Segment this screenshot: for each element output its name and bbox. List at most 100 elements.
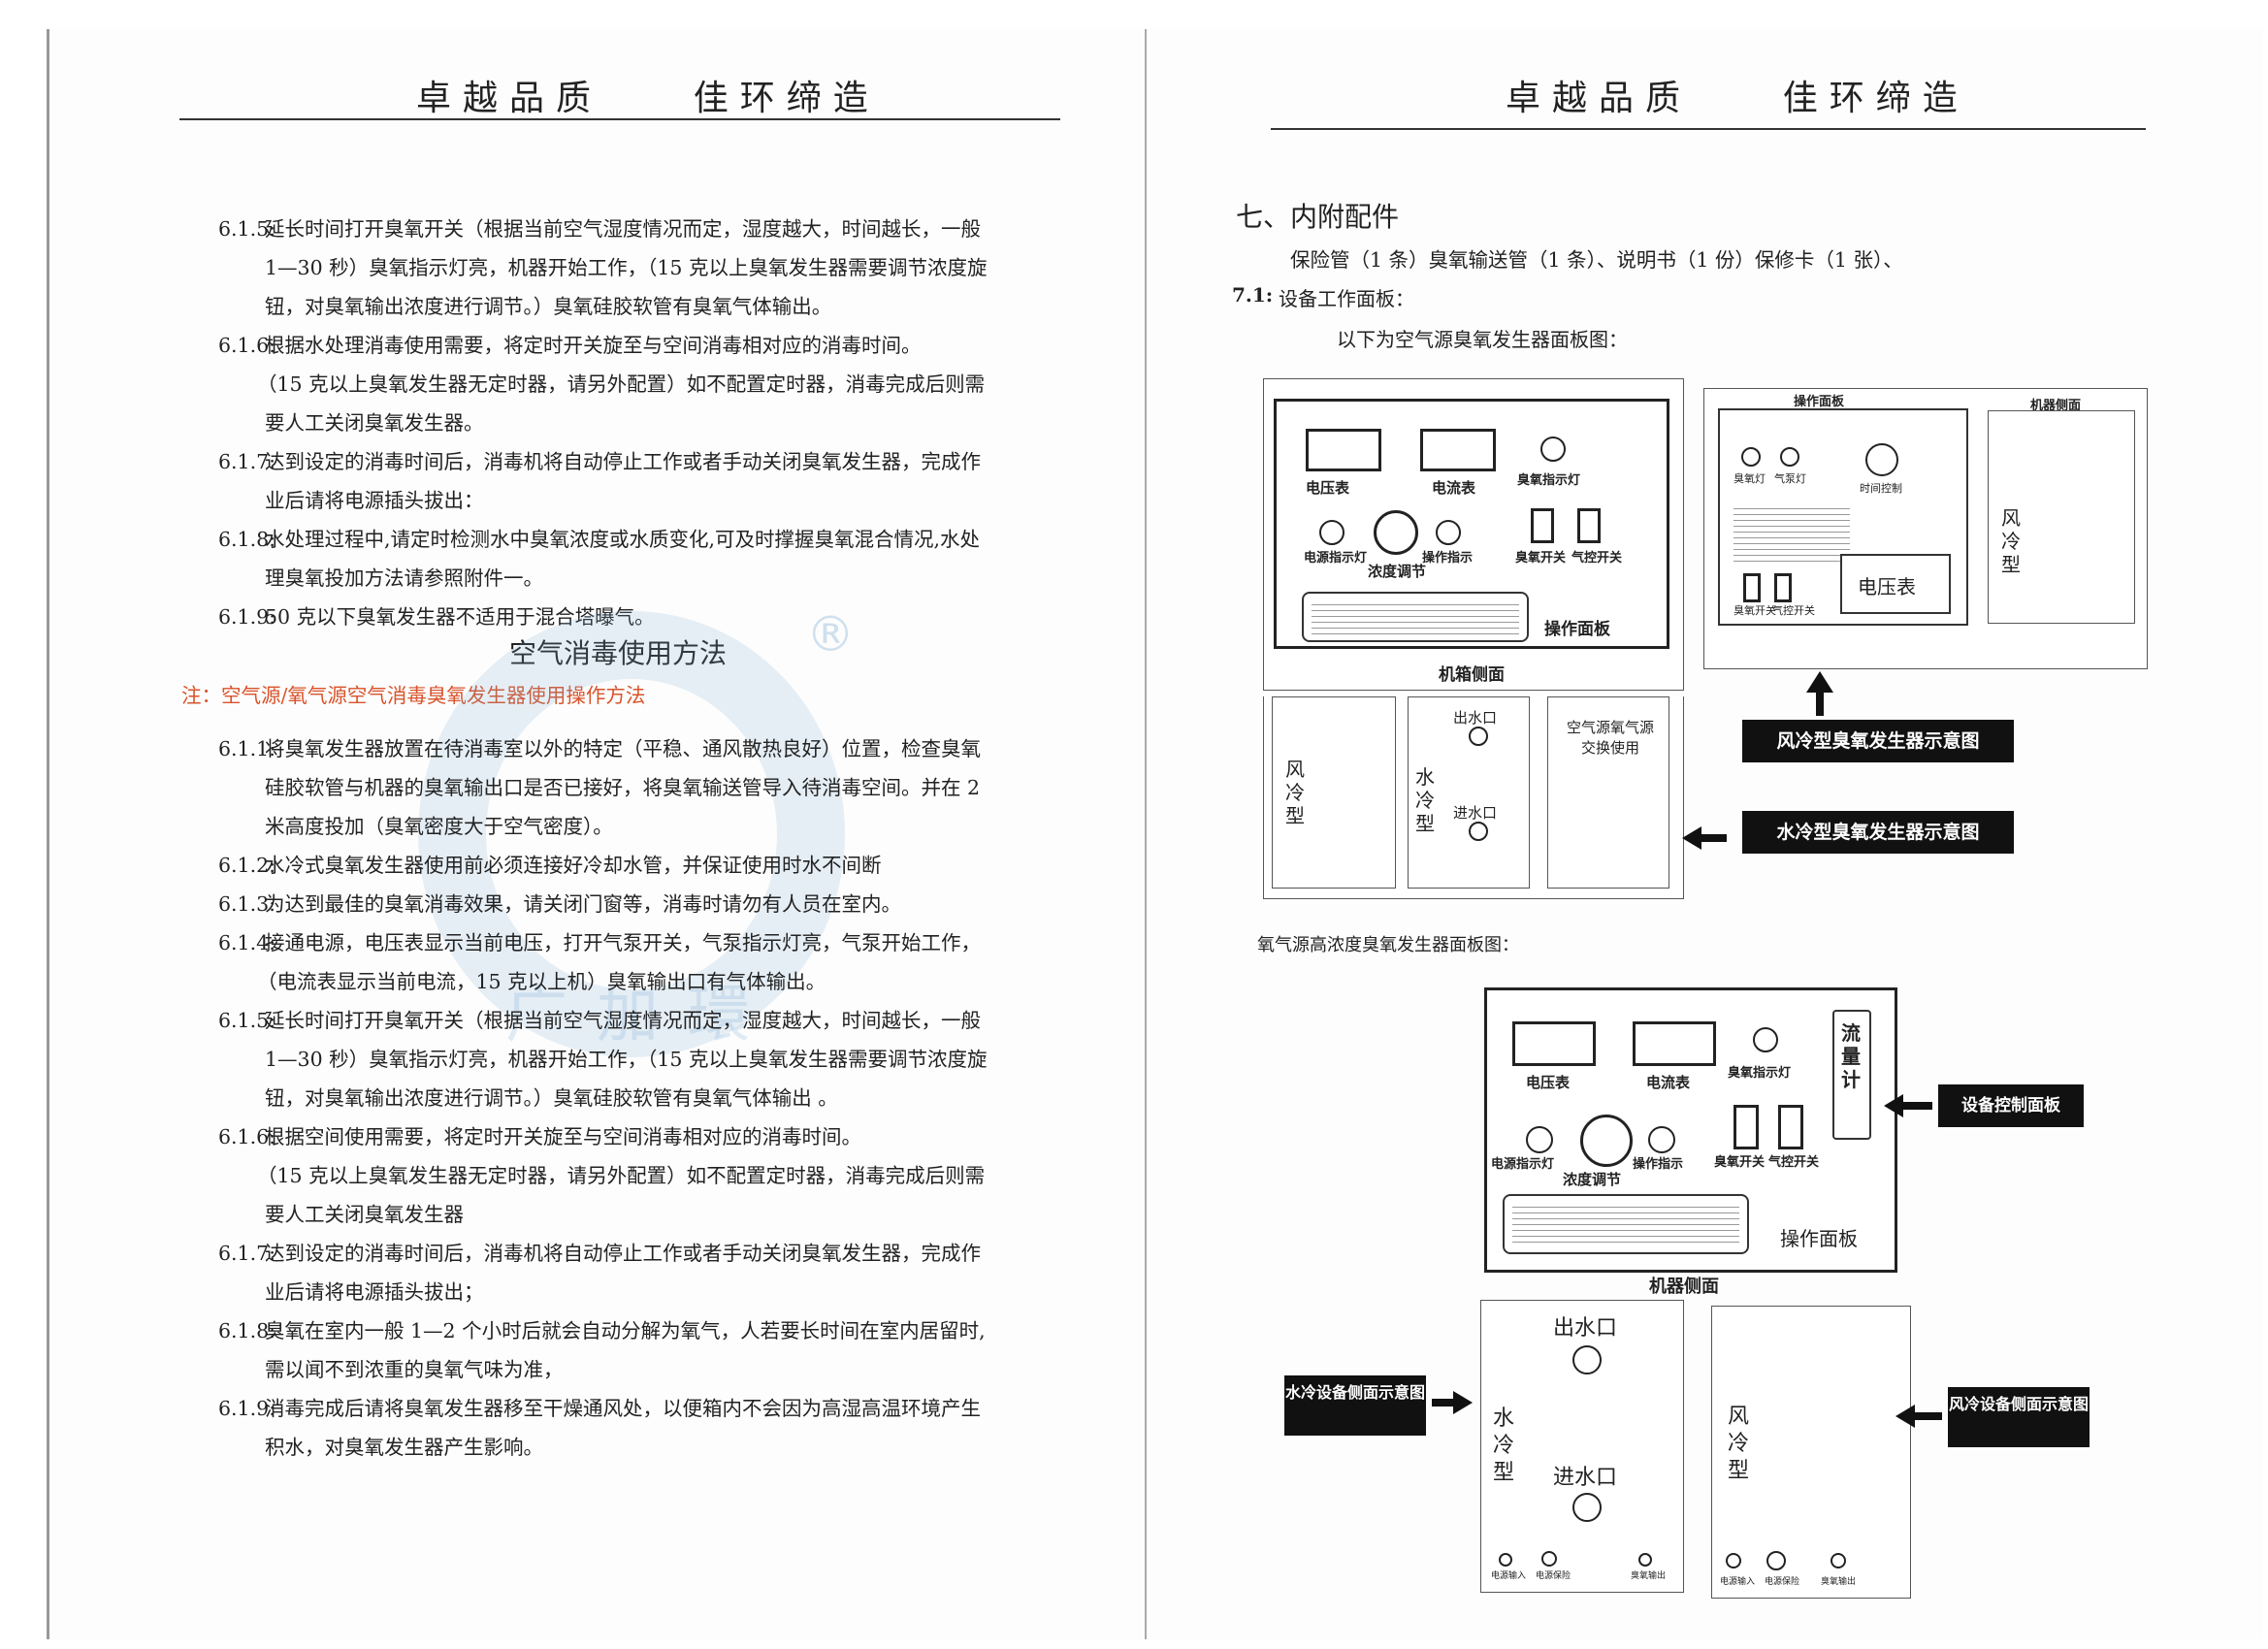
p3-inlet-label: 进水口 [1553,1466,1618,1490]
accessories-text: 保险管（1 条）臭氧输送管（1 条）、说明书（1 份）保修卡（1 张）、 [1290,248,1903,272]
side1-water-cooled-label: 水冷型 [1415,765,1435,835]
callout-control-panel: 设备控制面板 [1938,1084,2084,1127]
callout-air-side: 风冷设备侧面示意图 [1948,1387,2090,1447]
ozone-switch-label: 臭氧开关 [1515,551,1567,566]
paragraph-line: 水冷式臭氧发生器使用前必须连接好冷却水管，并保证使用时水不间断 [265,854,882,877]
air-cooled-panel-frame: 操作面板 机器侧面 臭氧灯 气泵灯 时间控制 臭氧开关 气控开关 电压表 风冷型 [1703,388,2148,669]
paragraph-line: （15 克以上臭氧发生器无定时器，请另外配置）如不配置定时器，消毒完成后则需 [257,1164,986,1187]
panel2-ozone-switch [1743,573,1761,602]
flowmeter-label: 流量计 [1841,1021,1861,1091]
ozone-switch [1531,508,1554,543]
p4-air-cooled-label: 风冷型 [1728,1405,1750,1483]
paragraph-line: 将臭氧发生器放置在待消毒室以外的特定（平稳、通风散热良好）位置，检查臭氧 [265,737,981,760]
control-arrow-icon [1884,1094,1903,1117]
paragraph-line: 业后请将电源插头拔出； [265,1280,484,1304]
accessories-title: 七、内附配件 [1236,201,1400,233]
paragraph-number: 6.1.4: [218,931,276,954]
paragraph-line: 达到设定的消毒时间后，消毒机将自动停止工作或者手动关闭臭氧发生器，完成作 [265,1242,981,1265]
air-side-arrow-shaft [1915,1412,1942,1420]
paragraph-line: 1—30 秒）臭氧指示灯亮，机器开始工作，（15 克以上臭氧发生器需要调节浓度旋 [265,1048,988,1071]
operation-panel-label: 操作面板 [1544,620,1610,639]
right-page: 卓越品质 佳环缔造 七、内附配件 保险管（1 条）臭氧输送管（1 条）、说明书（… [1145,29,2262,1639]
operation-indicator-label: 操作指示 [1422,551,1474,566]
p3-ozone-output-label: 臭氧输出 [1631,1571,1667,1581]
oxygen-operation-panel: 电压表 电流表 臭氧指示灯 流量计 电源指示灯 操作指示 浓度调节 臭氧开关 气… [1484,987,1897,1273]
paragraph-line: （电流表显示当前电流，15 克以上机）臭氧输出口有气体输出。 [257,970,826,993]
air-source-intro: 以下为空气源臭氧发生器面板图： [1337,328,1628,351]
paragraph-number: 6.1.6: [218,334,276,357]
paragraph-line: 臭氧在室内一般 1—2 个小时后就会自动分解为氧气，人若要长时间在室内居留时, [265,1319,986,1342]
p3-ozone-lamp [1753,1027,1778,1052]
chassis-side-label: 机箱侧面 [1439,665,1505,685]
p3-operation-lamp [1648,1126,1675,1153]
paragraph: 6.1.5:延长时间打开臭氧开关（根据当前空气湿度情况而定，湿度越大，时间越长，… [218,210,1099,326]
paragraph-line: 达到设定的消毒时间后，消毒机将自动停止工作或者手动关闭臭氧发生器，完成作 [265,450,981,473]
right-header: 卓越品质 佳环缔造 [1506,79,1969,118]
paragraph-number: 6.1.3: [218,892,276,916]
right-arrow-icon [1453,1391,1473,1414]
p3-instruction-text-lines [1512,1202,1739,1246]
side1-inlet-label: 进水口 [1453,804,1498,822]
ozone-indicator-label: 臭氧指示灯 [1517,473,1581,488]
left-header-rule [179,118,1060,120]
air-cooled-side: 风冷型 [1272,696,1396,889]
ozone-lamp [1741,447,1761,467]
panel2-voltmeter-label: 电压表 [1858,575,1916,598]
panel2-ozone-switch-label: 臭氧开关 [1733,604,1776,617]
panel2-body: 臭氧灯 气泵灯 时间控制 臭氧开关 气控开关 电压表 [1718,408,1968,626]
paragraph: 6.1.2:水冷式臭氧发生器使用前必须连接好冷却水管，并保证使用时水不间断 [218,846,1099,885]
p4-power-input-port [1726,1553,1741,1568]
paragraph: 6.1.7:达到设定的消毒时间后，消毒机将自动停止工作或者手动关闭臭氧发生器，完… [218,1234,1099,1311]
paragraph-number: 6.1.5: [218,1009,276,1032]
operation-indicator-lamp [1436,520,1461,545]
p3-inlet-port [1572,1493,1602,1522]
paragraph: 6.1.9:消毒完成后请将臭氧发生器移至干燥通风处，以便箱内不会因为高湿高温环境… [218,1389,1099,1467]
paragraph-line: 理臭氧投加方法请参照附件一。 [265,566,543,590]
p3-power-lamp [1526,1126,1553,1153]
panel2-side: 风冷型 [1988,410,2135,624]
paragraph-line: 需以闻不到浓重的臭氧气味为准， [265,1358,564,1381]
paragraph-number: 6.1.5: [218,217,276,241]
side1-inlet-port [1469,822,1488,841]
p4-fuse-label: 电源保险 [1765,1577,1800,1587]
side1-outlet-label: 出水口 [1453,709,1498,727]
p3-ammeter-display [1633,1021,1716,1066]
p3-ozone-output-port [1638,1553,1652,1567]
panel2-pump-switch-label: 气控开关 [1772,604,1815,617]
p3-water-cooled-label: 水冷型 [1493,1406,1515,1485]
instruction-label [1302,592,1529,642]
paragraph: 6.1.8:水处理过程中,请定时检测水中臭氧浓度或水质变化,可及时撑握臭氧混合情… [218,520,1099,598]
p3-pump-switch [1778,1105,1803,1149]
p3-voltmeter-display [1512,1021,1596,1066]
panel2-pump-switch [1774,573,1792,602]
paragraph-number: 6.1.9: [218,605,276,629]
air-side-frame: 风冷型 出水口 水冷型 进水口 空气源氧气源交换使用 [1263,696,1684,899]
paragraph: 6.1.7:达到设定的消毒时间后，消毒机将自动停止工作或者手动关闭臭氧发生器，完… [218,442,1099,520]
callout-water-side: 水冷设备侧面示意图 [1284,1375,1426,1436]
left-page: 卓越品质 佳环缔造 6.1.5:延长时间打开臭氧开关（根据当前空气湿度情况而定，… [47,29,1155,1639]
paragraph: 6.1.5:延长时间打开臭氧开关（根据当前空气湿度情况而定，湿度越大，时间越长，… [218,1001,1099,1117]
paragraph-line: 根据水处理消毒使用需要，将定时开关旋至与空间消毒相对应的消毒时间。 [265,334,922,357]
p3-concentration-label: 浓度调节 [1563,1171,1622,1188]
paragraph-number: 6.1.9: [218,1397,276,1420]
machine-side-title: 机器侧面 [2030,399,2082,413]
sub-71-title: 设备工作面板： [1279,287,1414,310]
p3-fuse-label: 电源保险 [1536,1571,1571,1581]
p3-machine-side-label: 机器侧面 [1649,1277,1719,1297]
p3-voltmeter-label: 电压表 [1526,1074,1571,1091]
timer-knob [1865,443,1898,476]
paragraph: 6.1.6:根据水处理消毒使用需要，将定时开关旋至与空间消毒相对应的消毒时间。（… [218,326,1099,442]
power-indicator-lamp [1319,520,1345,545]
right-header-rule [1271,128,2146,130]
concentration-knob [1374,510,1418,555]
left-arrow-icon [1682,826,1701,850]
paragraph: 6.1.1:将臭氧发生器放置在待消毒室以外的特定（平稳、通风散热良好）位置，检查… [218,729,1099,846]
pump-switch-label: 气控开关 [1571,551,1623,566]
air-source-side: 空气源氧气源交换使用 [1547,696,1669,889]
p4-ozone-output-port [1831,1553,1846,1568]
p3-ozone-switch [1733,1105,1759,1149]
air-source-text: 空气源氧气源交换使用 [1566,719,1654,757]
paragraph-line: 1—30 秒）臭氧指示灯亮，机器开始工作，（15 克以上臭氧发生器需要调节浓度旋 [265,256,988,279]
p3-ozone-switch-label: 臭氧开关 [1714,1155,1766,1170]
paragraph-line: 根据空间使用需要，将定时开关旋至与空间消毒相对应的消毒时间。 [265,1125,861,1148]
